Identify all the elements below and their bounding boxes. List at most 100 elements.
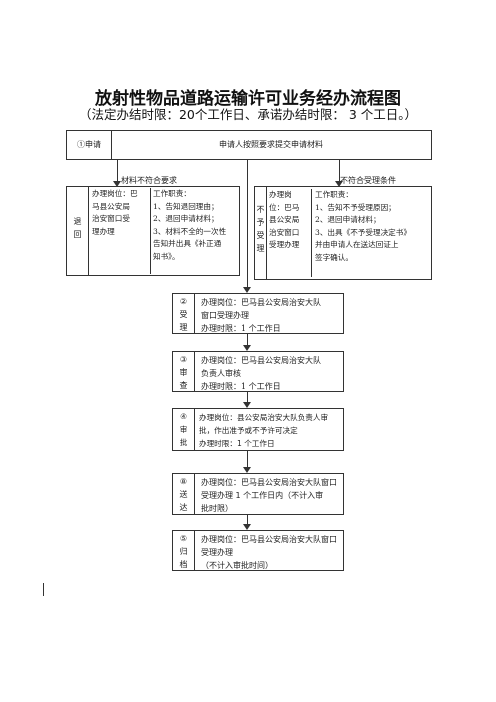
- step-archive-box: ⑤ 归 档 办理岗位：巴马县公安局治安大队窗口 受理办理 （不计入审批时间）: [172, 530, 344, 571]
- reject-duties: 工作职责： 1、告知不予受理原因； 2、退回申请材料； 3、出具《不予受理决定书…: [315, 189, 430, 265]
- step-tag-char: 审: [179, 368, 188, 377]
- apply-tag: ①申请: [67, 131, 112, 159]
- reject-tag-line: 理: [256, 244, 265, 253]
- step-number: ⑤: [179, 534, 188, 543]
- step-line: 受理办理: [201, 548, 233, 557]
- page-subtitle: （法定办结时限：20个工作日、承诺办结时限： 3 个工日。）: [78, 107, 418, 122]
- reject-tag-line: 受: [256, 231, 265, 240]
- apply-box: ①申请 申请人按照要求提交申请材料: [66, 130, 432, 160]
- step-tag-char: 批: [179, 438, 188, 447]
- step-review-box: ③ 审 查 办理岗位：巴马县公安局治安大队 负责人审核 办理时限：1 个工作日: [172, 351, 344, 392]
- return-tag-line: 退: [73, 217, 82, 226]
- step-line: 办理岗位：巴马县公安局治安大队窗口: [201, 478, 337, 487]
- return-box: 退 回 办理岗位：巴 马县公安局 治安窗口受 理办理 工作职责： 1、告知退回理…: [66, 186, 240, 276]
- step-tag-char: 查: [179, 381, 188, 390]
- reject-post-line: 办理岗: [269, 190, 292, 199]
- step-line: 办理时限：1 个工作日: [201, 382, 281, 391]
- return-tag-line: 回: [73, 230, 82, 239]
- reject-post-line: 受理办理: [269, 240, 300, 250]
- step-line: 批时限）: [201, 504, 233, 513]
- reject-post-line: 治安窗口: [269, 227, 300, 237]
- reject-duty-line: 1、告知不予受理原因；: [315, 202, 396, 212]
- return-post: 办理岗位：巴 马县公安局 治安窗口受 理办理: [91, 188, 151, 274]
- step-deliver-tag: ⑧ 送 达: [173, 474, 195, 514]
- return-duties: 工作职责： 1、告知退回理由； 2、退回申请材料； 3、材料不全的一次性 告知并…: [153, 188, 237, 264]
- return-post-line: 理办理: [92, 226, 115, 236]
- return-duty-line: 2、退回申请材料；: [153, 214, 219, 224]
- step-tag-char: 受: [179, 310, 188, 319]
- connector-left-branch: [117, 160, 118, 182]
- step-approve-tag: ④ 审 批: [173, 409, 195, 450]
- connector-right-branch: [339, 160, 340, 182]
- return-post-line: 治安窗口受: [92, 214, 130, 224]
- step-accept-tag: ② 受 理: [173, 294, 195, 333]
- return-duty-line: 知书》。: [153, 251, 180, 261]
- reject-duty-line: 签字确认。: [315, 252, 353, 262]
- step-tag-char: 归: [179, 547, 188, 556]
- return-duty-line: 1、告知退回理由；: [153, 201, 219, 211]
- return-post-line: 办理岗位：巴: [92, 189, 138, 198]
- reject-duty-line: 3、出具《不予受理决定书》: [315, 227, 411, 237]
- step-line: 办理岗位：县公安局治安大队负责人审: [199, 413, 329, 422]
- step-line: 办理时限：1 个工作日: [199, 439, 275, 448]
- return-duty-line: 工作职责：: [153, 189, 191, 198]
- reject-tag-line: 予: [256, 218, 265, 227]
- step-accept-box: ② 受 理 办理岗位：巴马县公安局治安大队 窗口受理办理 办理时限：1 个工作日: [172, 293, 344, 334]
- step-tag-char: 档: [179, 560, 188, 569]
- step-approve-box: ④ 审 批 办理岗位：县公安局治安大队负责人审 批，作出准予或不予许可决定 办理…: [172, 408, 344, 451]
- step-deliver-body: 办理岗位：巴马县公安局治安大队窗口 受理办理 1 个工作日内（不计入审 批时限）: [201, 476, 340, 515]
- step-line: 办理时限：1 个工作日: [201, 324, 281, 333]
- return-duty-line: 3、材料不全的一次性: [153, 226, 227, 236]
- apply-text: 申请人按照要求提交申请材料: [219, 140, 323, 149]
- reject-post-line: 位：巴马: [269, 202, 300, 212]
- step-line: （不计入审批时间）: [201, 561, 273, 570]
- step-line: 办理岗位：巴马县公安局治安大队窗口: [201, 535, 337, 544]
- step-line: 窗口受理办理: [201, 311, 249, 320]
- step-accept-body: 办理岗位：巴马县公安局治安大队 窗口受理办理 办理时限：1 个工作日: [201, 296, 340, 335]
- reject-tag: 不 予 受 理: [255, 187, 267, 279]
- arrow-3-4: [243, 402, 251, 408]
- reject-post: 办理岗 位：巴马 县公安局 治安窗口 受理办理: [269, 189, 312, 277]
- text-cursor-mark: [43, 583, 44, 596]
- arrow-left-branch: [113, 181, 121, 187]
- reject-duty-line: 并由申请人在送达回证上: [315, 240, 399, 250]
- connector-4-5: [247, 451, 248, 468]
- step-tag-char: 理: [179, 323, 188, 332]
- return-duty-line: 告知并出具《补正通: [153, 239, 222, 249]
- step-review-body: 办理岗位：巴马县公安局治安大队 负责人审核 办理时限：1 个工作日: [201, 354, 340, 393]
- step-tag-char: 达: [179, 503, 188, 512]
- step-line: 办理岗位：巴马县公安局治安大队: [201, 356, 321, 365]
- connector-main: [247, 160, 248, 288]
- branch-left-label: 材料不符合要求: [121, 176, 177, 185]
- step-approve-body: 办理岗位：县公安局治安大队负责人审 批，作出准予或不予许可决定 办理时限：1 个…: [199, 411, 340, 450]
- step-archive-tag: ⑤ 归 档: [173, 531, 195, 570]
- page-title: 放射性物品道路运输许可业务经办流程图: [95, 89, 401, 109]
- reject-duty-line: 工作职责：: [315, 190, 353, 199]
- branch-right-label: 不符合受理条件: [340, 176, 396, 185]
- step-tag-char: 审: [179, 425, 188, 434]
- connector-2-3: [247, 334, 248, 346]
- step-line: 受理办理 1 个工作日内（不计入审: [201, 491, 324, 500]
- step-line: 负责人审核: [201, 369, 241, 378]
- reject-duty-line: 2、退回申请材料；: [315, 215, 381, 225]
- step-number: ③: [179, 355, 188, 364]
- reject-tag-line: 不: [256, 205, 265, 214]
- arrow-2-3: [243, 345, 251, 351]
- step-review-tag: ③ 审 查: [173, 352, 195, 391]
- step-number: ⑧: [179, 477, 188, 486]
- return-tag: 退 回: [67, 187, 89, 275]
- connector-3-4: [247, 392, 248, 403]
- reject-box: 不 予 受 理 办理岗 位：巴马 县公安局 治安窗口 受理办理 工作职责： 1、…: [254, 186, 432, 280]
- connector-5-6: [247, 515, 248, 525]
- step-tag-char: 送: [179, 490, 188, 499]
- arrow-to-accept: [243, 287, 251, 293]
- arrow-4-5: [243, 467, 251, 473]
- step-line: 批，作出准予或不予许可决定: [199, 426, 298, 435]
- step-archive-body: 办理岗位：巴马县公安局治安大队窗口 受理办理 （不计入审批时间）: [201, 533, 340, 572]
- return-post-line: 马县公安局: [92, 201, 130, 211]
- step-number: ④: [180, 412, 187, 421]
- arrow-5-6: [243, 524, 251, 530]
- step-number: ②: [179, 297, 188, 306]
- arrow-right-branch: [335, 181, 343, 187]
- step-deliver-box: ⑧ 送 达 办理岗位：巴马县公安局治安大队窗口 受理办理 1 个工作日内（不计入…: [172, 473, 344, 515]
